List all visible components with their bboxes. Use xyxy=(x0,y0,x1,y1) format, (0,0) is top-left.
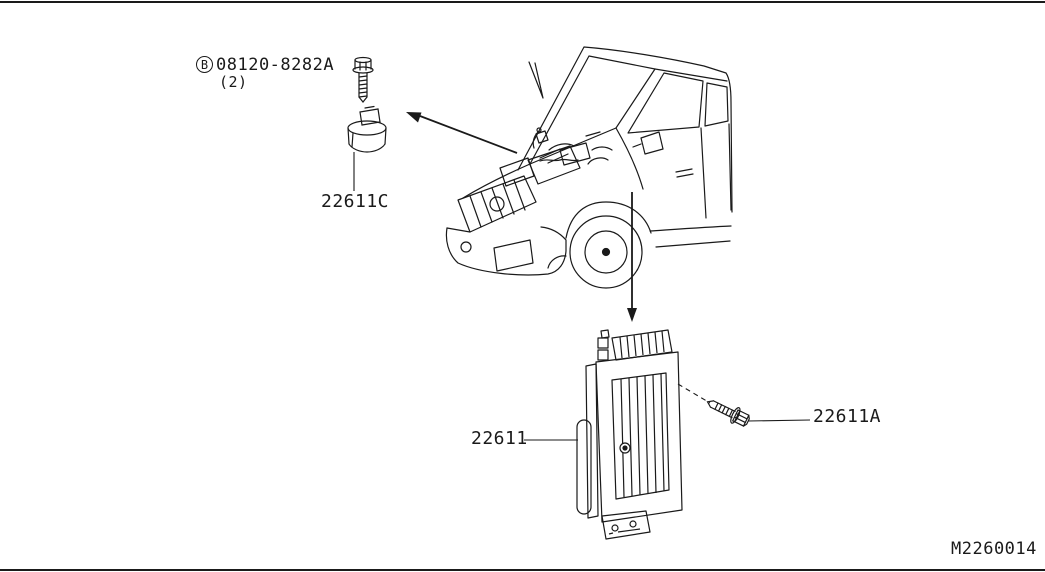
leader-lines xyxy=(353,152,811,441)
bolt-side-part-number: 22611A xyxy=(813,406,882,427)
bolt-ref-part-number: 08120-8282A xyxy=(216,55,335,75)
sensor-icon xyxy=(347,105,387,153)
ecm-part-number: 22611 xyxy=(471,428,528,449)
location-arrows xyxy=(406,112,637,322)
diagram-code: M2260014 xyxy=(951,539,1037,559)
sensor-part-number: 22611C xyxy=(321,191,390,212)
bolt-ref-badge-letter: B xyxy=(200,57,209,72)
vehicle-illustration xyxy=(445,46,733,289)
bolt-ref-quantity: (2) xyxy=(219,73,248,91)
arrow-to-ecm-head-icon xyxy=(627,308,637,322)
bolt-icon xyxy=(352,56,374,103)
bolt-ref-badge: B xyxy=(196,56,213,73)
bolt-side-icon xyxy=(706,400,750,427)
arrow-to-sensor-icon xyxy=(419,115,518,154)
arrow-to-sensor-head-icon xyxy=(406,112,422,123)
ecm-module-icon xyxy=(576,329,683,540)
